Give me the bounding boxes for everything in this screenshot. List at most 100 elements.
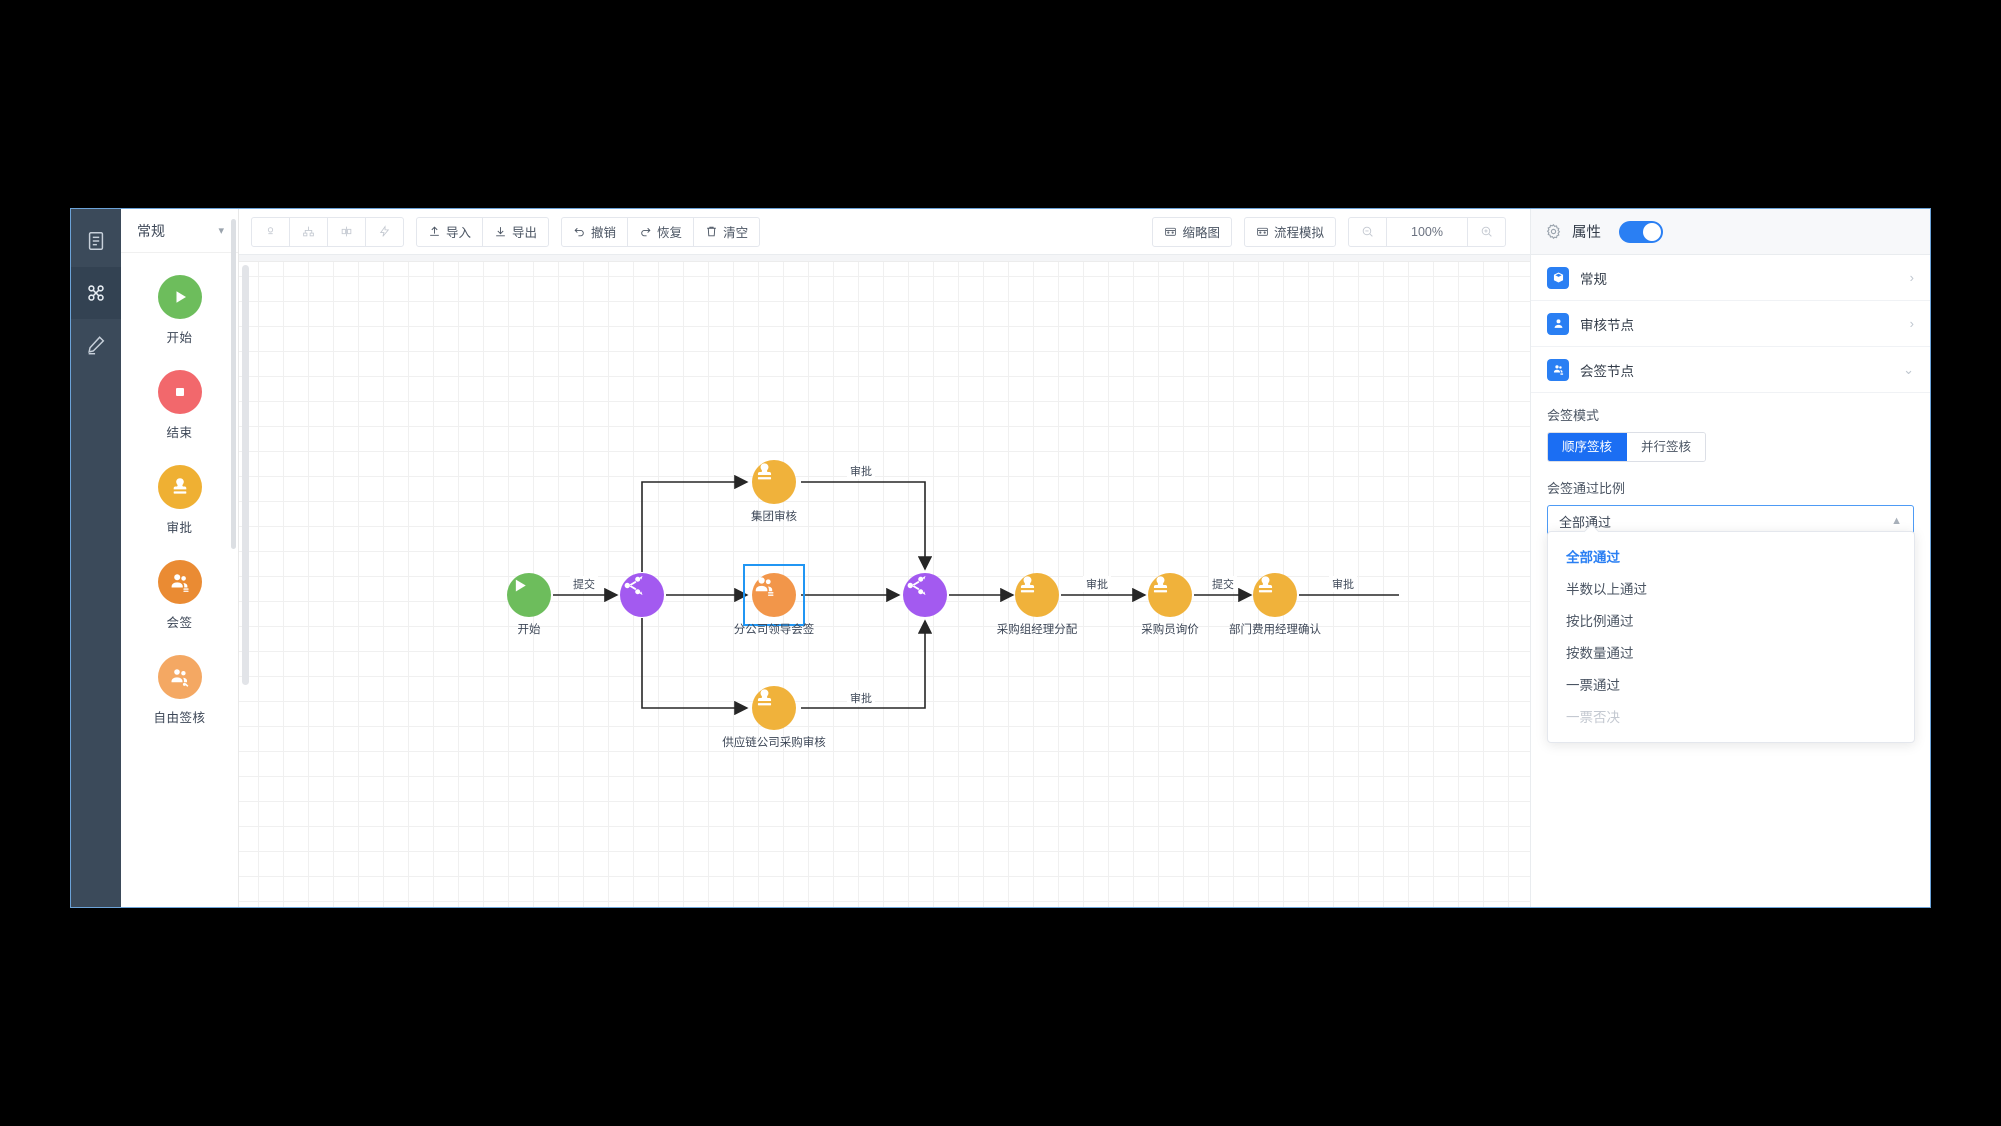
property-section-label: 常规 (1580, 271, 1607, 287)
ratio-option-6: 一票否决 (1566, 710, 1620, 725)
countersign-icon (752, 573, 796, 617)
clear-button[interactable]: 清空 (694, 218, 759, 246)
toolbar-group-history: 撤销 恢复 清空 (561, 216, 761, 247)
left-icon-rail (71, 209, 121, 907)
flow-node-gw1[interactable] (620, 573, 664, 617)
palette-item-label: 审批 (166, 521, 193, 535)
countersign-mode-option-2[interactable]: 并行签核 (1627, 433, 1706, 461)
flow-edge-label: 审批 (1083, 576, 1111, 592)
flow-edge-label: 审批 (847, 463, 875, 479)
properties-sections: 常规 › 审核节点 › 会签节点⌄ (1531, 255, 1930, 393)
canvas-ruler (239, 255, 1530, 262)
canvas-vertical-scrollbar[interactable] (242, 265, 249, 685)
countersign-mode-option-1[interactable]: 顺序签核 (1548, 433, 1628, 461)
redo-label: 恢复 (657, 226, 683, 240)
canvas-area: 导入 导出 撤销 恢复 清空 (239, 209, 1530, 907)
simulate-button[interactable]: 流程模拟 (1245, 218, 1335, 246)
zoom-group: 100% (1348, 216, 1506, 247)
chevron-right-icon: › (1909, 270, 1914, 285)
undo-button[interactable]: 撤销 (562, 217, 629, 246)
countersign-form: 会签模式 顺序签核并行签核 会签通过比例 全部通过 ▲ (1531, 393, 1930, 537)
stop-icon (157, 370, 202, 414)
property-section-2[interactable]: 审核节点 › (1531, 301, 1930, 347)
ratio-option-3[interactable]: 按比例通过 (1566, 614, 1634, 629)
flow-diagram: 开始 集团审核分公司领导会签供应链公司采购审核 采购组经理分配 采购员询价 部门费用经理… (239, 255, 1530, 907)
palette-scrollbar[interactable] (231, 219, 236, 549)
flow-node-label: 集团审核 (751, 511, 797, 523)
stamp-icon (752, 460, 796, 504)
flow-node-deptmgr[interactable]: 部门费用经理确认 (1229, 573, 1321, 636)
palette-item-stop[interactable]: 结束 (121, 370, 238, 441)
flow-node-label: 采购员询价 (1141, 624, 1199, 636)
toggle-knob (1643, 222, 1661, 241)
thumbnail-button[interactable]: 缩略图 (1153, 218, 1231, 246)
property-section-1[interactable]: 常规 › (1531, 255, 1930, 301)
play-icon (157, 275, 202, 319)
properties-title: 属性 (1572, 225, 1601, 241)
simulate-group: 流程模拟 (1243, 216, 1336, 247)
countersign-mode-segmented: 顺序签核并行签核 (1547, 432, 1707, 462)
chevron-down-icon: ▾ (218, 225, 224, 237)
align-center-icon[interactable] (328, 217, 366, 246)
flow-node-start[interactable]: 开始 (507, 573, 551, 636)
palette-item-stamp[interactable]: 审批 (121, 465, 238, 536)
flow-node-buyer[interactable]: 采购员询价 (1141, 573, 1199, 636)
properties-header: 属性 (1531, 209, 1930, 255)
countersign-icon (1547, 358, 1569, 381)
clear-label: 清空 (723, 226, 749, 240)
auto-layout-icon[interactable] (366, 218, 403, 246)
pen-icon[interactable] (71, 319, 121, 371)
zoom-out-icon[interactable] (1349, 217, 1387, 246)
gear-icon (1545, 223, 1562, 240)
user-icon (1547, 312, 1569, 335)
play-icon (507, 573, 551, 617)
ratio-option-1[interactable]: 全部通过 (1566, 550, 1620, 565)
mode-field-label: 会签模式 (1547, 408, 1600, 423)
align-tree-icon[interactable] (290, 217, 328, 246)
node-palette: 常规 ▾ 开始结束审批会签自由签核 (121, 209, 239, 907)
simulate-label: 流程模拟 (1273, 226, 1324, 240)
export-button[interactable]: 导出 (483, 218, 548, 246)
chevron-down-icon: ⌄ (1903, 362, 1914, 377)
canvas-grid (239, 255, 1530, 907)
palette-item-label: 结束 (166, 426, 193, 440)
stamp-icon (1253, 573, 1297, 617)
property-section-3[interactable]: 会签节点⌄ (1531, 347, 1930, 393)
flow-node-gw2[interactable] (903, 573, 947, 617)
ratio-option-5[interactable]: 一票通过 (1566, 678, 1620, 693)
toolbar-group-align (251, 216, 404, 247)
ratio-option-2[interactable]: 半数以上通过 (1566, 582, 1647, 597)
redo-button[interactable]: 恢复 (628, 217, 695, 246)
palette-item-countersign[interactable]: 会签 (121, 560, 238, 631)
ratio-field-label: 会签通过比例 (1547, 481, 1626, 496)
flow-node-supply[interactable]: 供应链公司采购审核 (722, 686, 826, 749)
thumbnail-label: 缩略图 (1182, 226, 1220, 240)
document-icon[interactable] (71, 215, 121, 267)
zoom-value[interactable]: 100% (1387, 217, 1468, 246)
nodes-icon[interactable] (71, 267, 121, 319)
flow-node-group[interactable]: 集团审核 (751, 460, 797, 523)
ratio-option-4[interactable]: 按数量通过 (1566, 646, 1634, 661)
property-section-label: 审核节点 (1580, 317, 1634, 333)
align-top-icon[interactable] (252, 217, 290, 246)
flow-node-procmgr[interactable]: 采购组经理分配 (997, 573, 1077, 636)
import-button[interactable]: 导入 (417, 217, 484, 246)
zoom-in-icon[interactable] (1468, 218, 1505, 246)
thumbnail-group: 缩略图 (1152, 216, 1232, 247)
chevron-right-icon: › (1909, 316, 1914, 331)
box-icon (1547, 266, 1569, 289)
palette-item-play[interactable]: 开始 (121, 275, 238, 346)
palette-category-header[interactable]: 常规 ▾ (121, 209, 238, 253)
palette-item-label: 会签 (166, 616, 193, 630)
node-selection-box (743, 564, 805, 626)
flow-node-branch[interactable]: 分公司领导会签 (734, 564, 814, 636)
flow-edge-label: 审批 (1329, 576, 1357, 592)
ratio-select-value: 全部通过 (1559, 514, 1612, 530)
flow-edges (553, 474, 1399, 716)
palette-item-list: 开始结束审批会签自由签核 (121, 253, 238, 907)
chevron-up-icon: ▲ (1891, 515, 1902, 527)
flow-canvas[interactable]: 开始 集团审核分公司领导会签供应链公司采购审核 采购组经理分配 采购员询价 部门费用经理… (239, 255, 1530, 907)
palette-item-free-sign[interactable]: 自由签核 (121, 655, 238, 726)
flow-node-label: 采购组经理分配 (996, 624, 1078, 636)
properties-toggle[interactable] (1619, 220, 1663, 243)
